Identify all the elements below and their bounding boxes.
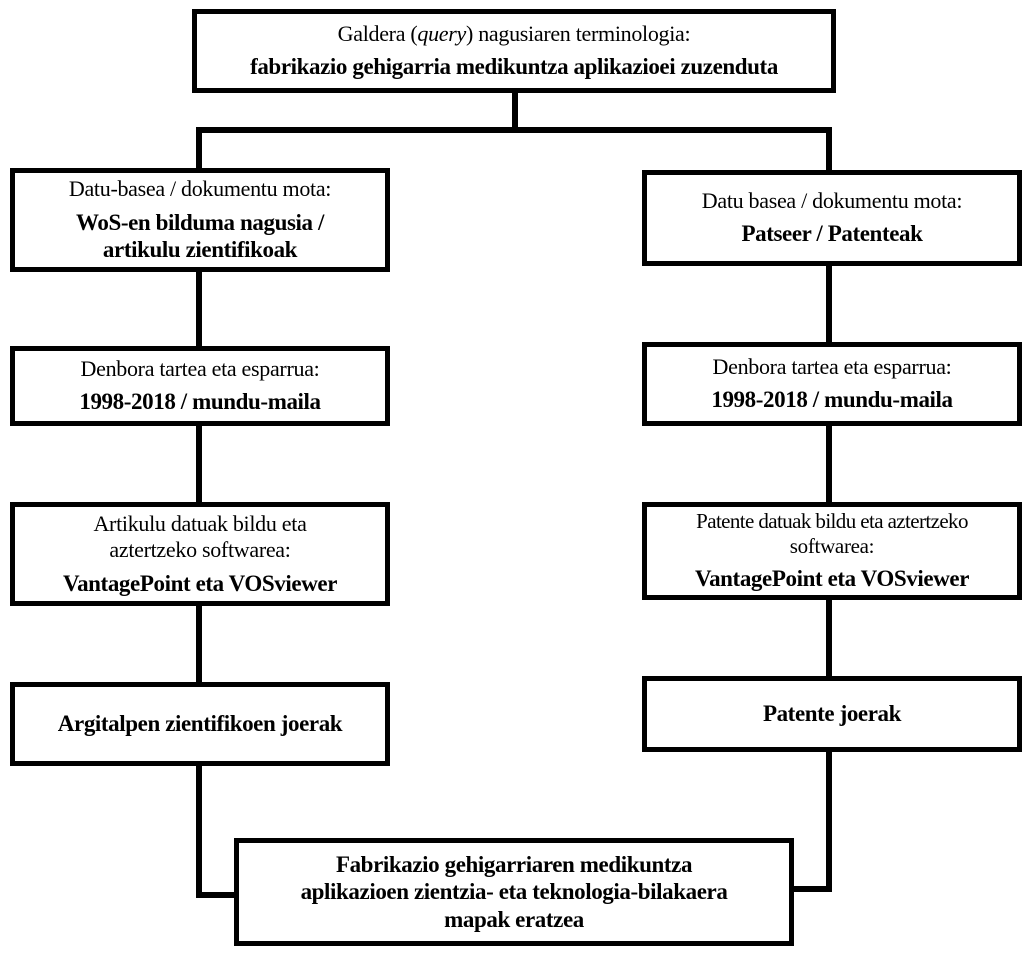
left-software-label-line1: Artikulu datuak bildu eta	[93, 510, 307, 536]
connector-right-time-software	[826, 424, 832, 504]
connector-right-trends-result-vertical	[826, 750, 832, 892]
query-label: Galdera (query) nagusiaren terminologia:	[338, 21, 691, 47]
right-software-label-line1: Patente datuak bildu eta aztertzeko	[696, 509, 968, 534]
right-trends-value: Patente joerak	[762, 701, 902, 727]
left-timeframe-value: 1998-2018 / mundu-maila	[79, 389, 321, 415]
query-box: Galdera (query) nagusiaren terminologia:…	[192, 9, 836, 93]
left-software-value: VantagePoint eta VOSviewer	[62, 570, 338, 596]
result-box: Fabrikazio gehigarriaren medikuntza apli…	[234, 838, 794, 946]
connector-left-software-trends	[196, 604, 202, 684]
connector-horizontal-split	[196, 127, 832, 133]
connector-right-db-time	[826, 264, 832, 346]
result-line1: Fabrikazio gehigarriaren medikuntza	[335, 851, 693, 877]
left-database-value-line1: WoS-en bilduma nagusia /	[76, 209, 324, 235]
left-software-box: Artikulu datuak bildu eta aztertzeko sof…	[10, 502, 390, 606]
left-database-label: Datu-basea / dokumentu mota:	[68, 176, 332, 202]
left-trends-box: Argitalpen zientifikoen joerak	[10, 682, 390, 766]
connector-right-trends-result-horizontal	[790, 886, 832, 892]
query-label-before: Galdera (	[337, 21, 418, 46]
connector-split-left-down	[196, 127, 202, 173]
left-database-value-line2: artikulu zientifikoak	[102, 237, 298, 263]
left-timeframe-box: Denbora tartea eta esparrua: 1998-2018 /…	[10, 346, 390, 426]
left-trends-value: Argitalpen zientifikoen joerak	[57, 711, 343, 737]
right-timeframe-label: Denbora tartea eta esparrua:	[712, 354, 952, 379]
left-timeframe-label: Denbora tartea eta esparrua:	[80, 356, 320, 381]
right-software-label-line2: softwarea:	[789, 534, 875, 559]
connector-right-software-trends	[826, 598, 832, 680]
query-label-italic: query	[417, 21, 466, 46]
connector-left-trends-result-horizontal	[196, 892, 240, 898]
connector-query-down	[512, 92, 518, 130]
query-value: fabrikazio gehigarria medikuntza aplikaz…	[250, 54, 778, 80]
result-line2: aplikazioen zientzia- eta teknologia-bil…	[300, 879, 728, 905]
right-database-value: Patseer / Patenteak	[741, 221, 923, 247]
right-timeframe-box: Denbora tartea eta esparrua: 1998-2018 /…	[642, 342, 1022, 426]
connector-left-db-time	[196, 270, 202, 348]
right-trends-box: Patente joerak	[642, 676, 1022, 752]
right-software-value: VantagePoint eta VOSviewer	[694, 566, 970, 592]
right-database-label: Datu basea / dokumentu mota:	[701, 188, 963, 213]
left-database-box: Datu-basea / dokumentu mota: WoS-en bild…	[10, 168, 390, 272]
left-software-label-line2: aztertzeko softwarea:	[109, 537, 291, 563]
connector-left-time-software	[196, 424, 202, 504]
connector-split-right-down	[826, 127, 832, 175]
query-label-after: ) nagusiaren terminologia:	[465, 21, 691, 46]
connector-left-trends-result-vertical	[196, 764, 202, 898]
right-database-box: Datu basea / dokumentu mota: Patseer / P…	[642, 170, 1022, 266]
right-timeframe-value: 1998-2018 / mundu-maila	[711, 387, 953, 413]
result-line3: mapak eratzea	[444, 906, 584, 932]
right-software-box: Patente datuak bildu eta aztertzeko soft…	[642, 502, 1022, 600]
